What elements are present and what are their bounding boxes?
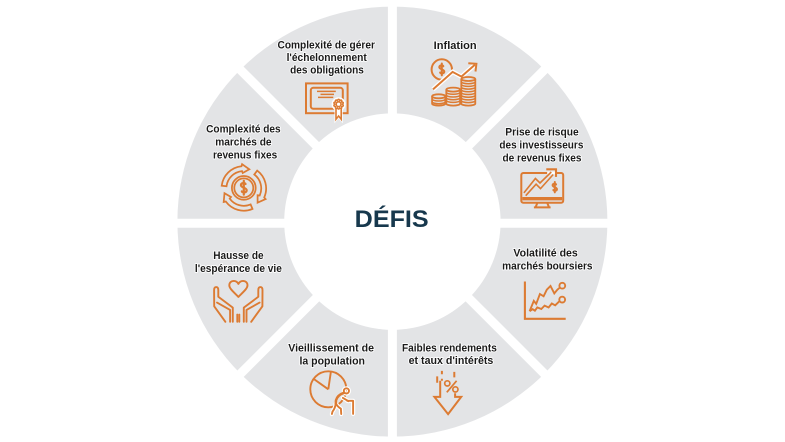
svg-text:Hausse de: Hausse de xyxy=(213,250,263,262)
svg-text:des investisseurs: des investisseurs xyxy=(499,140,583,152)
svg-text:de revenus fixes: de revenus fixes xyxy=(502,152,581,164)
svg-text:et taux d'intérêts: et taux d'intérêts xyxy=(409,355,494,367)
svg-text:Prise de risque: Prise de risque xyxy=(505,126,578,138)
svg-text:l'espérance de vie: l'espérance de vie xyxy=(195,263,282,275)
svg-text:l'échelonnement: l'échelonnement xyxy=(287,52,368,64)
svg-text:Inflation: Inflation xyxy=(434,40,477,52)
svg-text:Faibles rendements: Faibles rendements xyxy=(402,343,497,355)
svg-text:revenus fixes: revenus fixes xyxy=(213,149,277,161)
svg-text:DÉFIS: DÉFIS xyxy=(355,205,429,233)
svg-text:marchés boursiers: marchés boursiers xyxy=(502,260,592,272)
svg-text:Complexité de gérer: Complexité de gérer xyxy=(278,39,376,51)
svg-text:la population: la population xyxy=(299,355,365,367)
svg-text:Volatilité des: Volatilité des xyxy=(513,247,577,259)
svg-text:des obligations: des obligations xyxy=(290,64,364,76)
svg-text:Complexité des: Complexité des xyxy=(206,124,281,136)
svg-text:marchés de: marchés de xyxy=(215,137,271,149)
svg-text:Vieillissement de: Vieillissement de xyxy=(288,343,374,355)
